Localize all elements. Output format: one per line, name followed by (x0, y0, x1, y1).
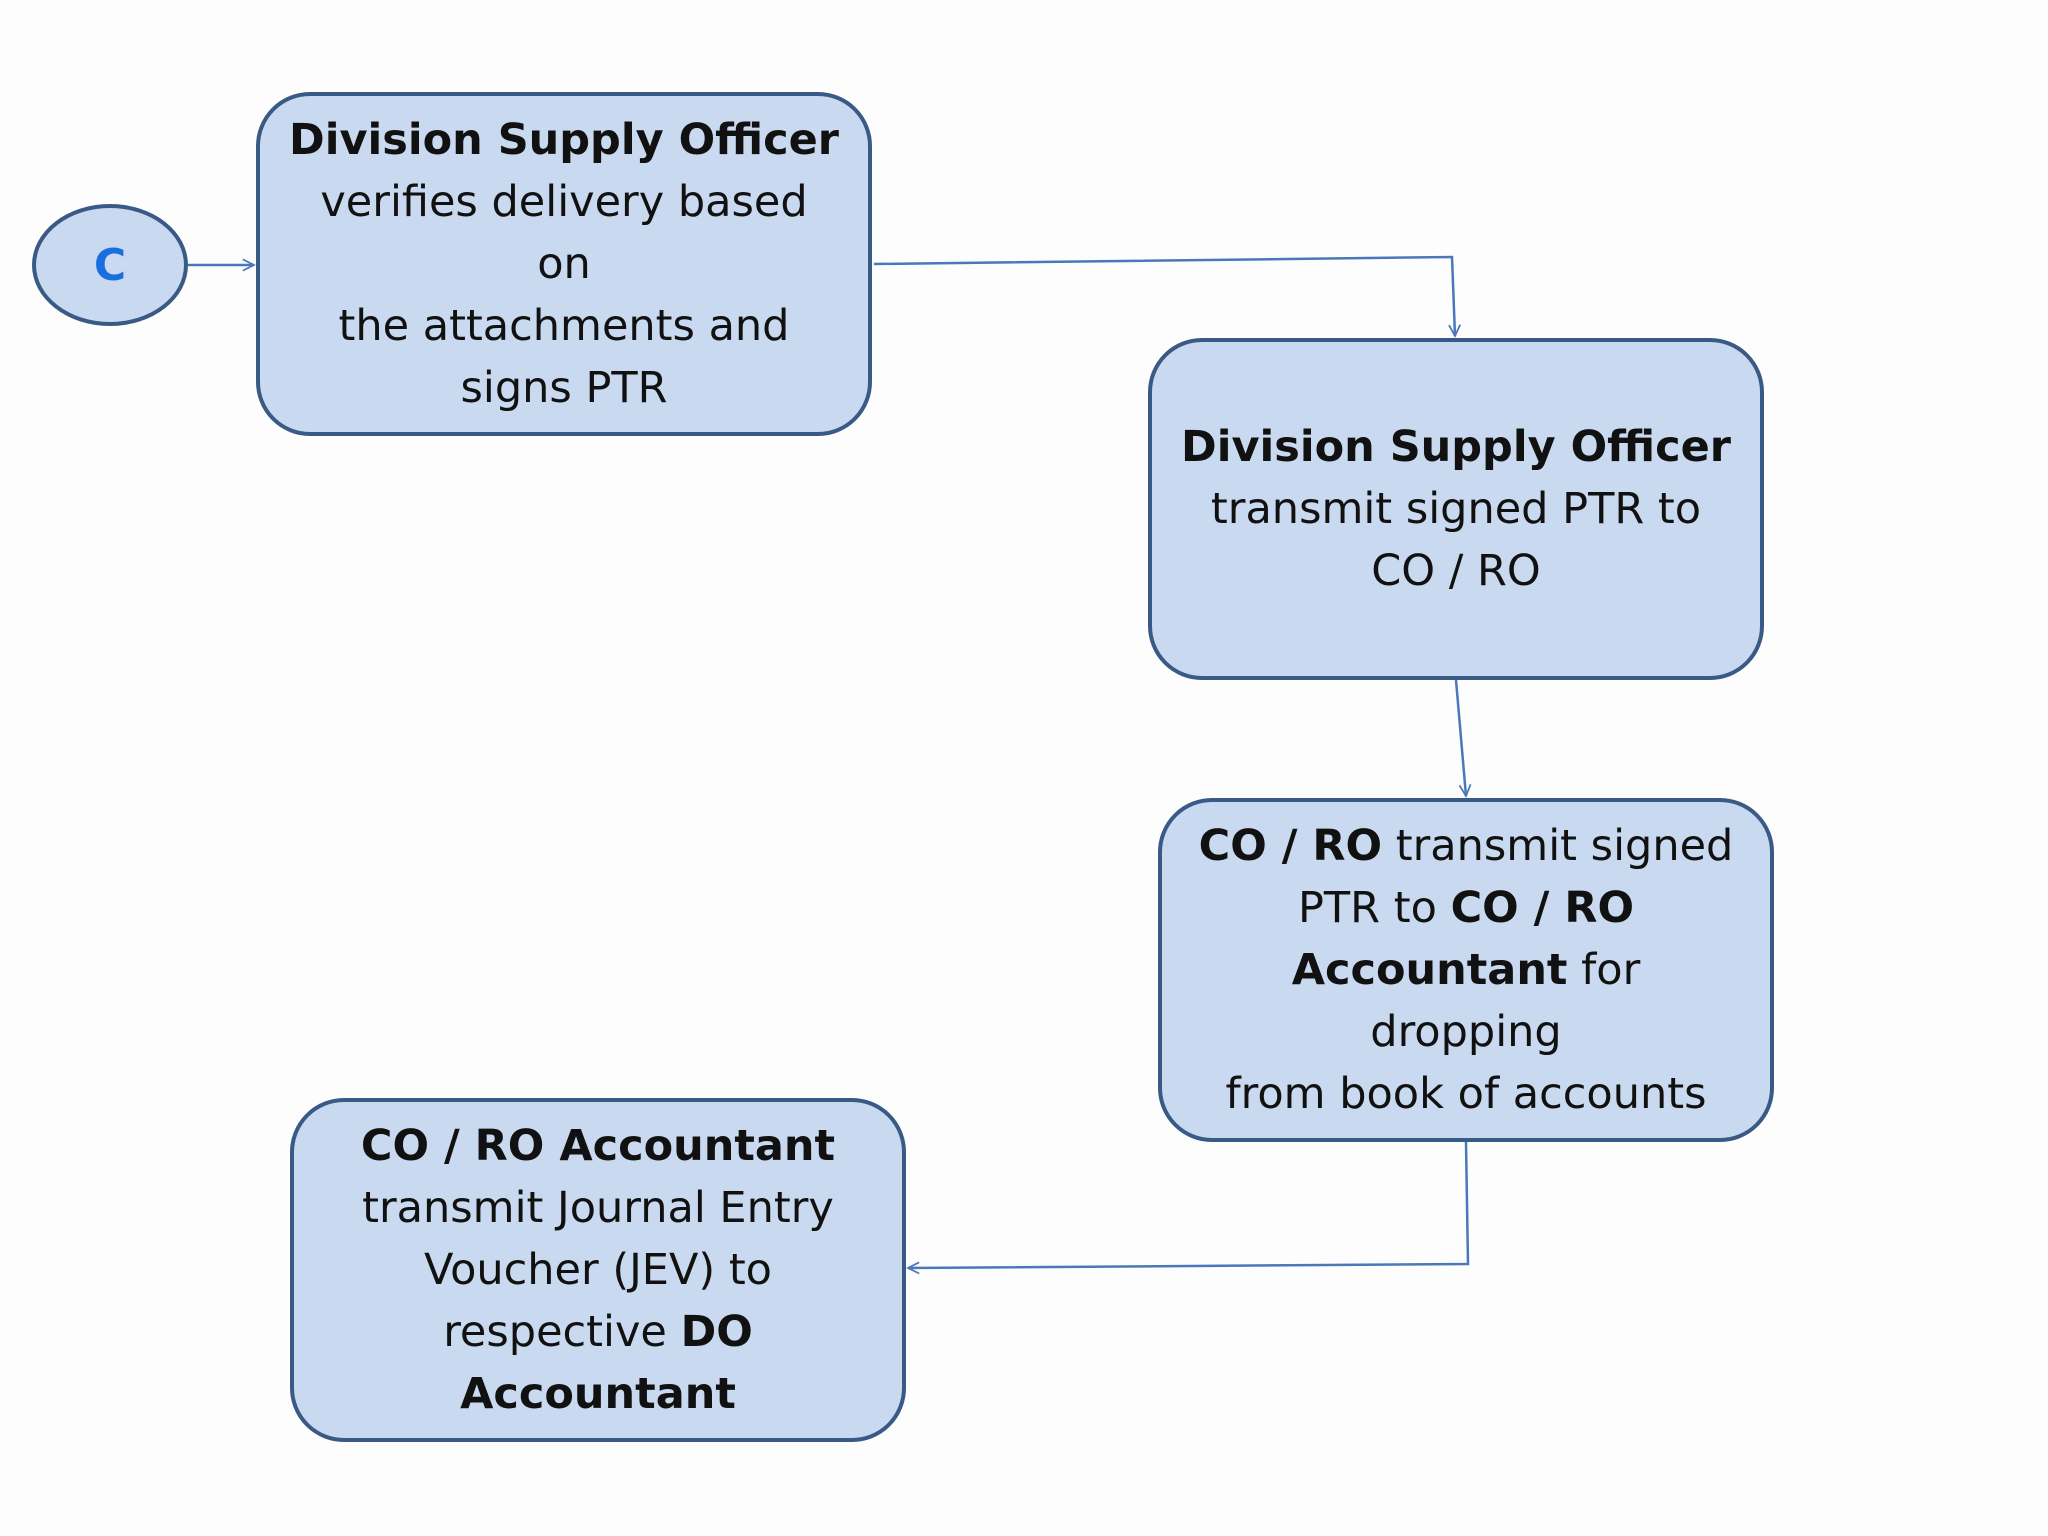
text-run: for dropping (1370, 945, 1641, 1057)
arrow-step-3-to-step-4 (908, 1141, 1470, 1268)
step-1-text: Division Supply Officer verifies delivery… (288, 109, 840, 419)
text-run: from book of accounts (1225, 1069, 1707, 1119)
bold-text-run: CO / RO (1198, 821, 1383, 871)
step-line: Accountant for dropping (1190, 939, 1742, 1063)
arrow-step-2-to-step-3 (1454, 679, 1466, 796)
bold-text-run: Accountant (1291, 945, 1568, 995)
step-line: transmit Journal Entry (361, 1177, 835, 1239)
text-run: respective (443, 1307, 681, 1357)
text-run: verifies delivery based on (320, 177, 808, 289)
bold-text-run: Division Supply Officer (1181, 422, 1731, 472)
bold-text-run: CO / RO (1450, 883, 1634, 933)
start-connector-c: C (32, 204, 188, 326)
text-run: the attachments and (338, 301, 790, 351)
step-4-text: CO / RO Accountant transmit Journal Entry… (361, 1115, 835, 1425)
step-line: from book of accounts (1190, 1063, 1742, 1125)
connector-label: C (93, 239, 127, 291)
step-box-1: Division Supply Officer verifies delivery… (256, 92, 872, 436)
text-run: Voucher (JEV) to (424, 1245, 772, 1295)
bold-text-run: Division Supply Officer (289, 115, 839, 165)
step-box-2: Division Supply Officer transmit signed P… (1148, 338, 1764, 680)
step-line: verifies delivery based on (288, 171, 840, 295)
step-line: Division Supply Officer (1181, 416, 1731, 478)
arrow-step-1-to-step-2 (873, 255, 1455, 336)
text-run: signs PTR (460, 363, 668, 413)
step-line: CO / RO Accountant (361, 1115, 835, 1177)
text-run: transmit Journal Entry (362, 1183, 834, 1233)
step-line: Accountant (361, 1363, 835, 1425)
text-run: transmit signed PTR to (1210, 484, 1702, 534)
step-line: CO / RO transmit signed (1190, 815, 1742, 877)
bold-text-run: DO (680, 1307, 753, 1357)
step-box-4: CO / RO Accountant transmit Journal Entry… (290, 1098, 906, 1442)
step-line: Division Supply Officer (288, 109, 840, 171)
step-line: the attachments and (288, 295, 840, 357)
text-run: PTR to (1297, 883, 1451, 933)
step-line: PTR to CO / RO (1190, 877, 1742, 939)
step-line: Voucher (JEV) to (361, 1239, 835, 1301)
bold-text-run: CO / RO Accountant (360, 1121, 836, 1171)
step-2-text: Division Supply Officer transmit signed P… (1181, 416, 1731, 602)
step-line: CO / RO (1181, 540, 1731, 602)
step-line: respective DO (361, 1301, 835, 1363)
text-run: CO / RO (1371, 546, 1541, 596)
step-line: transmit signed PTR to (1181, 478, 1731, 540)
step-line: signs PTR (288, 357, 840, 419)
text-run: transmit signed (1382, 821, 1734, 871)
bold-text-run: Accountant (460, 1369, 736, 1419)
